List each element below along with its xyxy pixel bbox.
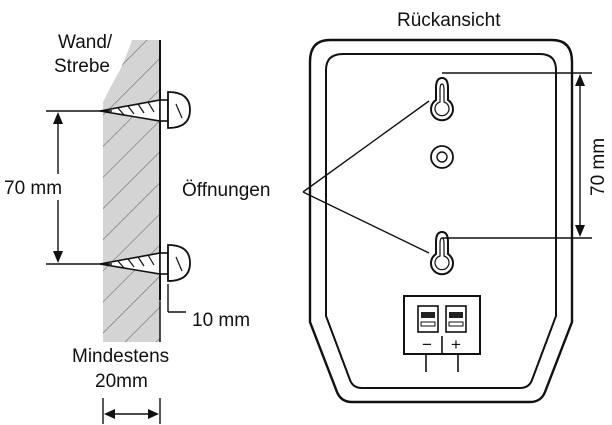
openings-label: Öffnungen: [182, 180, 270, 201]
center-screw: [430, 145, 454, 169]
lower-keyhole: [430, 230, 454, 276]
wall-section: [103, 40, 161, 342]
protrusion-label: 10 mm: [192, 310, 250, 331]
speaker-terminal-block: [403, 295, 481, 372]
upper-screw: [99, 91, 191, 129]
min-depth-label-line1: Mindestens: [72, 346, 169, 367]
right-spacing-dimension: [442, 72, 592, 239]
min-depth-label-line2: 20mm: [95, 371, 148, 392]
lower-screw: [99, 244, 191, 282]
speaker-rear-view: − +: [308, 38, 574, 404]
upper-keyhole: [430, 76, 454, 122]
min-depth-dimension: [102, 398, 161, 424]
left-spacing-label: 70 mm: [4, 178, 62, 199]
wall-label-line1: Wand/: [58, 32, 113, 53]
rear-view-title: Rückansicht: [397, 10, 501, 31]
terminal-minus-label: −: [422, 335, 432, 354]
terminal-plus-label: +: [451, 335, 461, 354]
wall-hatching: [103, 40, 160, 342]
speaker-inner-panel: [325, 53, 557, 389]
openings-leader-lines: [302, 100, 430, 254]
protrusion-dimension: [159, 284, 186, 313]
wall-label-line2: Strebe: [54, 56, 110, 77]
right-spacing-label: 70 mm: [588, 138, 609, 196]
